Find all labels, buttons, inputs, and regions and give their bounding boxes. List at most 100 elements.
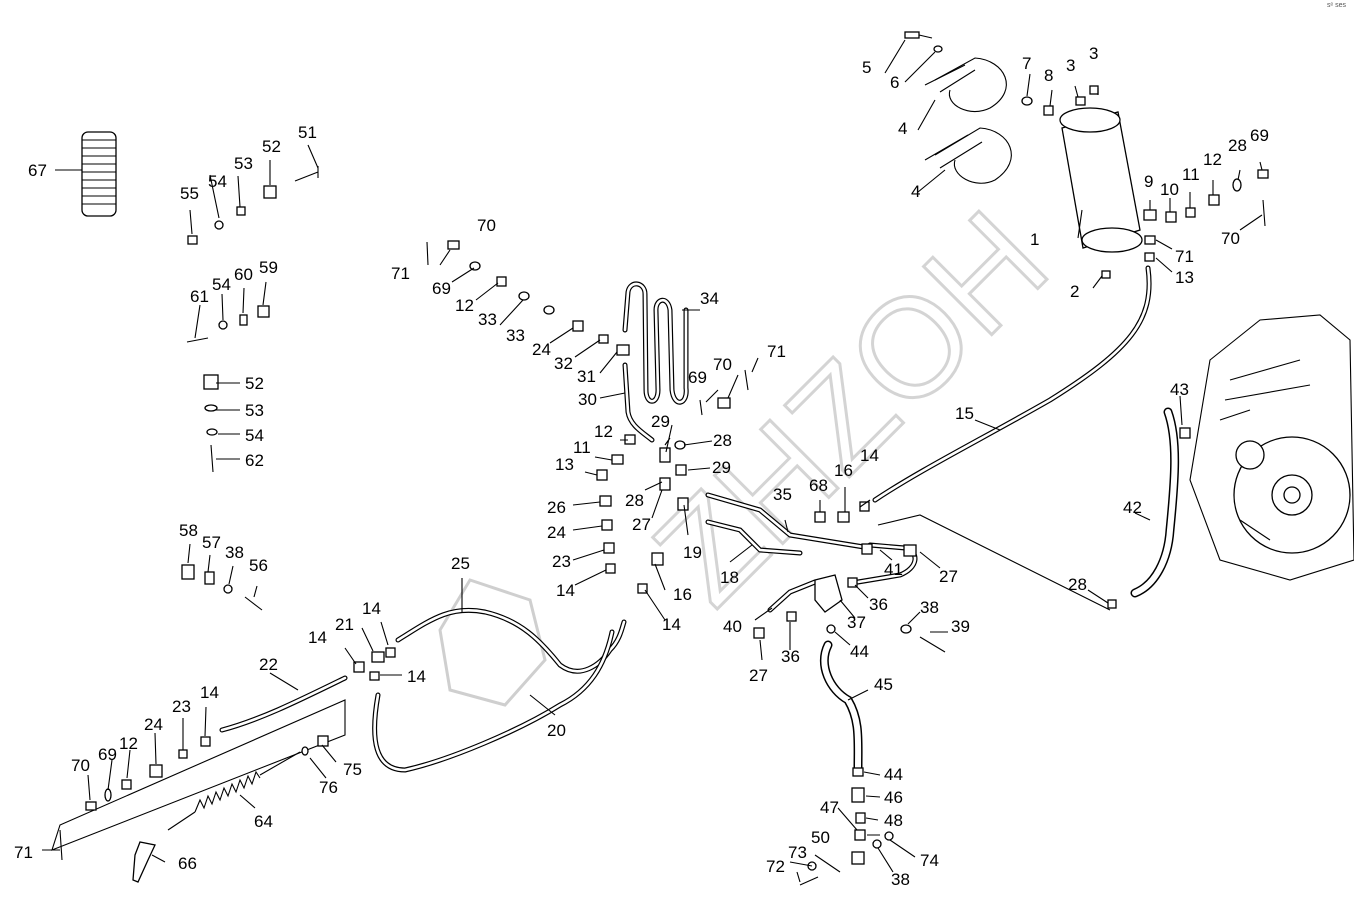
callout-38a: 38 bbox=[225, 543, 244, 562]
callout-71a: 71 bbox=[391, 264, 410, 283]
callout-68: 68 bbox=[809, 476, 828, 495]
callout-7: 7 bbox=[1022, 54, 1031, 73]
callout-69: 28 bbox=[1228, 136, 1247, 155]
callout-16a: 16 bbox=[673, 585, 692, 604]
callout-71c: 71 bbox=[14, 843, 33, 862]
callout-3b: 3 bbox=[1089, 44, 1098, 63]
callout-12a: 12 bbox=[455, 296, 474, 315]
callout-13: 71 bbox=[1175, 247, 1194, 266]
hose-42 bbox=[1130, 407, 1180, 598]
callout-54c: 54 bbox=[245, 426, 264, 445]
engine-block bbox=[1189, 314, 1354, 581]
callout-28c: 28 bbox=[1068, 575, 1087, 594]
strap-4-upper bbox=[924, 57, 1007, 113]
hose-67 bbox=[81, 131, 117, 217]
callout-24a: 24 bbox=[532, 340, 551, 359]
pipe-35 bbox=[705, 492, 873, 551]
callout-11a: 11 bbox=[573, 438, 591, 457]
strap-4-lower bbox=[924, 127, 1012, 184]
callout-29a: 29 bbox=[651, 412, 670, 431]
callout-8: 8 bbox=[1044, 66, 1053, 85]
watermark-logo: ZHZOH bbox=[438, 180, 1078, 707]
callout-41: 41 bbox=[884, 560, 903, 579]
callout-44a: 44 bbox=[850, 642, 869, 661]
callout-33a: 33 bbox=[478, 310, 497, 329]
callout-38b: 38 bbox=[920, 598, 939, 617]
callout-35: 35 bbox=[773, 485, 792, 504]
callout-38c: 38 bbox=[891, 870, 910, 889]
hose-45 bbox=[819, 640, 863, 773]
callout-21: 21 bbox=[335, 615, 354, 634]
callout-70a: 70 bbox=[477, 216, 496, 235]
air-tank-1 bbox=[1059, 107, 1143, 253]
callout-14b: 14 bbox=[662, 615, 681, 634]
callout-47: 47 bbox=[820, 798, 839, 817]
callout-28b: 28 bbox=[625, 491, 644, 510]
pipe-15 bbox=[872, 265, 1152, 503]
callout-14g: 14 bbox=[200, 683, 219, 702]
callout-69c: 69 bbox=[98, 745, 117, 764]
callout-19: 19 bbox=[683, 543, 702, 562]
callout-18: 18 bbox=[720, 568, 739, 587]
pipe-30 bbox=[622, 362, 655, 443]
callout-4b: 4 bbox=[911, 182, 920, 201]
callout-70: 69 bbox=[1250, 126, 1269, 145]
leader-lines bbox=[42, 39, 1263, 883]
callout-33b: 33 bbox=[506, 326, 525, 345]
callout-51: 51 bbox=[298, 123, 317, 142]
callout-14a: 14 bbox=[556, 581, 575, 600]
callout-57: 57 bbox=[202, 533, 221, 552]
callout-46: 46 bbox=[884, 788, 903, 807]
callout-3a: 3 bbox=[1066, 56, 1075, 75]
callout-27b: 27 bbox=[939, 567, 958, 586]
callout-61: 61 bbox=[190, 287, 209, 306]
callout-39: 39 bbox=[951, 617, 970, 636]
callout-12c: 12 bbox=[119, 734, 138, 753]
callout-36a: 36 bbox=[869, 595, 888, 614]
callout-44b: 44 bbox=[884, 765, 903, 784]
callout-10: 10 bbox=[1160, 180, 1179, 199]
callout-24b: 24 bbox=[547, 523, 566, 542]
callout-12b: 12 bbox=[594, 422, 613, 441]
callout-32: 32 bbox=[554, 354, 573, 373]
callout-74: 74 bbox=[920, 851, 939, 870]
callout-52b: 52 bbox=[245, 374, 264, 393]
callout-14e: 14 bbox=[308, 628, 327, 647]
callout-5: 5 bbox=[862, 58, 871, 77]
callout-25: 25 bbox=[451, 554, 470, 573]
callout-58: 58 bbox=[179, 521, 198, 540]
callout-50: 50 bbox=[811, 828, 830, 847]
watermark-text: ZHZOH bbox=[624, 181, 1076, 633]
callout-14f: 14 bbox=[407, 667, 426, 686]
callout-16b: 16 bbox=[834, 461, 853, 480]
callout-45: 45 bbox=[874, 675, 893, 694]
callout-6: 6 bbox=[890, 73, 899, 92]
callout-27c: 27 bbox=[749, 666, 768, 685]
pipe-20 bbox=[372, 629, 615, 773]
callout-2: 2 bbox=[1070, 282, 1079, 301]
callout-69a: 69 bbox=[432, 279, 451, 298]
callout-60: 60 bbox=[234, 265, 253, 284]
callout-48: 48 bbox=[884, 811, 903, 830]
callout-34: 34 bbox=[700, 289, 719, 308]
callout-36b: 36 bbox=[781, 647, 800, 666]
callout-75: 75 bbox=[343, 760, 362, 779]
callout-42: 42 bbox=[1123, 498, 1142, 517]
callout-66: 66 bbox=[178, 854, 197, 873]
callout-23b: 23 bbox=[172, 697, 191, 716]
callout-59: 59 bbox=[259, 258, 278, 277]
callout-27a: 27 bbox=[632, 515, 651, 534]
callout-43: 43 bbox=[1170, 380, 1189, 399]
callout-28a: 28 bbox=[713, 431, 732, 450]
pipe-22 bbox=[219, 675, 348, 733]
callout-14d: 14 bbox=[362, 599, 381, 618]
harness-outline bbox=[51, 514, 1111, 851]
pipe-40 bbox=[767, 579, 818, 613]
lever-66 bbox=[132, 841, 156, 883]
callout-72: 72 bbox=[766, 857, 785, 876]
callout-62: 62 bbox=[245, 451, 264, 470]
callout-70b: 70 bbox=[713, 355, 732, 374]
callout-9: 9 bbox=[1144, 172, 1153, 191]
callout-13a: 13 bbox=[555, 455, 574, 474]
corner-mark: sᵉ ses bbox=[1327, 2, 1346, 9]
